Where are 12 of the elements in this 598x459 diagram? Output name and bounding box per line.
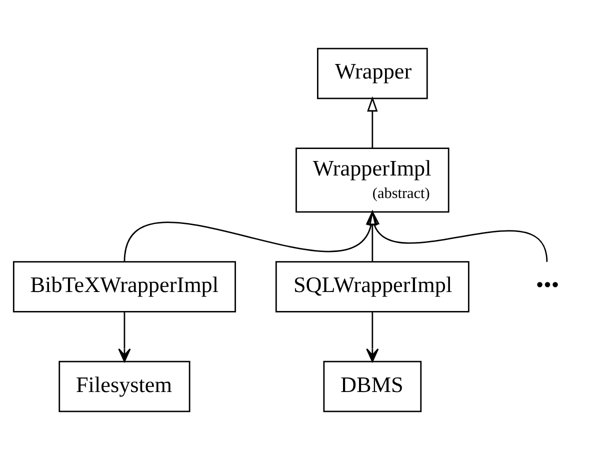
node-text: •••	[536, 272, 560, 297]
node-box: Filesystem	[58, 360, 190, 412]
node-box: BibTeXWrapperImpl	[12, 260, 236, 312]
node-box: Wrapper	[317, 47, 428, 99]
arrow	[367, 96, 378, 148]
arrow	[369, 209, 548, 262]
node-box: SQLWrapperImpl	[275, 260, 470, 312]
node-box: WrapperImpl (abstract)	[296, 147, 450, 212]
node-box: DBMS	[323, 360, 422, 412]
arrow	[366, 312, 379, 362]
arrow	[118, 312, 131, 362]
arrow	[124, 209, 376, 262]
